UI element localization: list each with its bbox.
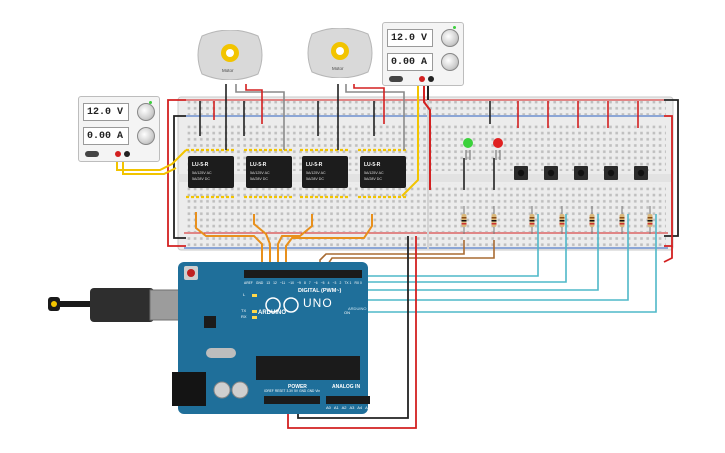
pin-label: 8	[303, 281, 306, 285]
power-label: POWER	[288, 384, 307, 390]
pin-label: ~9	[297, 281, 301, 285]
pin-label: GND	[299, 389, 307, 393]
pin-label: RESET	[274, 389, 286, 393]
positive-terminal[interactable]	[419, 76, 425, 82]
motor-icon	[307, 27, 373, 79]
rail-jumpers[interactable]	[199, 101, 639, 190]
relay-4-name: LU-5-R	[364, 162, 381, 168]
pin-label: A0	[326, 405, 331, 410]
red-led[interactable]	[493, 138, 503, 148]
relay-4-spec2: 5A/28V DC	[364, 177, 382, 181]
pin-label: A2	[341, 405, 347, 410]
relay-2-name: LU-5-R	[250, 162, 267, 168]
pin-label: GND	[307, 389, 315, 393]
relay-2-spec1: 5A/125V AC	[250, 171, 270, 175]
pin-label: ~10	[288, 281, 294, 285]
current-display: 0.00 A	[387, 53, 433, 71]
analog-label: ANALOG IN	[332, 384, 361, 390]
relay-3-spec1: 5A/125V AC	[306, 171, 326, 175]
push-buttons[interactable]	[514, 166, 648, 180]
analog-header[interactable]	[326, 396, 370, 404]
arduino-brand-label: ARDUINO	[258, 310, 286, 316]
pin-label: GND	[255, 281, 264, 285]
pin-label: AREF	[244, 281, 253, 285]
relay-modules[interactable]: LU-5-R 5A/125V AC 5A/28V DC LU-5-R 5A/12…	[188, 156, 406, 188]
digital-pin-labels: AREF GND 13 12 ~11 ~10 ~9 8 7 ~6 ~5 4 ~3…	[244, 279, 362, 287]
resistors[interactable]	[461, 206, 653, 234]
negative-terminal[interactable]	[124, 151, 130, 157]
status-leds[interactable]	[463, 138, 503, 160]
microcontroller-chip	[256, 356, 360, 380]
relay-1-spec1: 5A/125V AC	[192, 171, 212, 175]
current-knob[interactable]	[441, 53, 459, 71]
negative-terminal[interactable]	[428, 76, 434, 82]
positive-terminal[interactable]	[115, 151, 121, 157]
relay-3-spec2: 5A/28V DC	[306, 177, 324, 181]
on-label: ON	[344, 310, 350, 315]
green-led[interactable]	[463, 138, 473, 148]
relay-control-wires[interactable]	[195, 212, 373, 272]
pin-label: A5	[365, 405, 370, 410]
power-indicator-icon	[453, 26, 456, 29]
relay-1-name: LU-5-R	[192, 162, 209, 168]
pin-label: 7	[308, 281, 311, 285]
pin-label: 5V	[294, 389, 299, 393]
power-indicator-icon	[149, 101, 152, 104]
pin-label: A4	[357, 405, 363, 410]
dc-motor-2[interactable]: Motor	[304, 27, 376, 79]
pin-label: ~6	[313, 281, 318, 285]
led-tx-label: TX	[241, 308, 247, 313]
power-supply-right[interactable]: 12.0 V 0.00 A	[382, 22, 464, 86]
relay-2-spec2: 5A/28V DC	[250, 177, 268, 181]
power-switch[interactable]	[85, 151, 99, 157]
arduino-model-label: UNO	[303, 296, 333, 310]
current-display: 0.00 A	[83, 127, 129, 145]
led-l-label: L	[243, 292, 246, 297]
arduino-uno-board[interactable]	[172, 262, 370, 414]
voltage-knob[interactable]	[441, 29, 459, 47]
analog-pin-labels: A0 A1 A2 A3 A4 A5	[326, 405, 370, 412]
dc-power-jack[interactable]	[172, 372, 206, 406]
led-rx-label: RX	[241, 314, 247, 319]
pin-label: A3	[349, 405, 355, 410]
relay-headers	[186, 148, 406, 199]
supply-wires[interactable]	[116, 82, 431, 197]
pin-label: 13	[266, 281, 271, 285]
pin-label: A1	[333, 405, 339, 410]
pin-label: ~5	[320, 281, 325, 285]
current-knob[interactable]	[137, 127, 155, 145]
power-switch[interactable]	[389, 76, 403, 82]
relay-4-spec1: 5A/125V AC	[364, 171, 384, 175]
pin-label: 3.3V	[286, 389, 294, 393]
relay-3-name: LU-5-R	[306, 162, 323, 168]
power-pin-labels: IOREF RESET 3.3V 5V GND GND Vin	[264, 389, 320, 396]
motor-label: Motor	[332, 66, 344, 71]
power-header[interactable]	[264, 396, 320, 404]
pin-label: ~3	[332, 281, 337, 285]
motor-icon	[197, 29, 263, 81]
pin-label: RX 0	[354, 281, 362, 285]
usb-cable[interactable]	[48, 288, 185, 322]
arduino-sub-label: ARDUINO	[348, 306, 367, 311]
digital-header[interactable]	[244, 270, 362, 278]
voltage-display: 12.0 V	[83, 103, 129, 121]
dc-motor-1[interactable]: Motor	[194, 29, 266, 81]
pin-label: IOREF	[264, 389, 274, 393]
pin-label: ~11	[279, 281, 286, 285]
breadboard[interactable]	[177, 96, 674, 251]
voltage-display: 12.0 V	[387, 29, 433, 47]
pin-label: 4	[327, 281, 330, 285]
motor-wires[interactable]	[225, 84, 405, 150]
power-supply-left[interactable]: 12.0 V 0.00 A	[78, 96, 160, 162]
pin-label: TX 1	[344, 281, 352, 285]
relay-1-spec2: 5A/28V DC	[192, 177, 210, 181]
pin-label: 2	[339, 281, 342, 285]
digital-label: DIGITAL (PWM~)	[298, 288, 342, 294]
motor-label: Motor	[222, 68, 234, 73]
pin-label: Vin	[315, 389, 320, 393]
pin-label: 12	[273, 281, 277, 285]
voltage-knob[interactable]	[137, 103, 155, 121]
